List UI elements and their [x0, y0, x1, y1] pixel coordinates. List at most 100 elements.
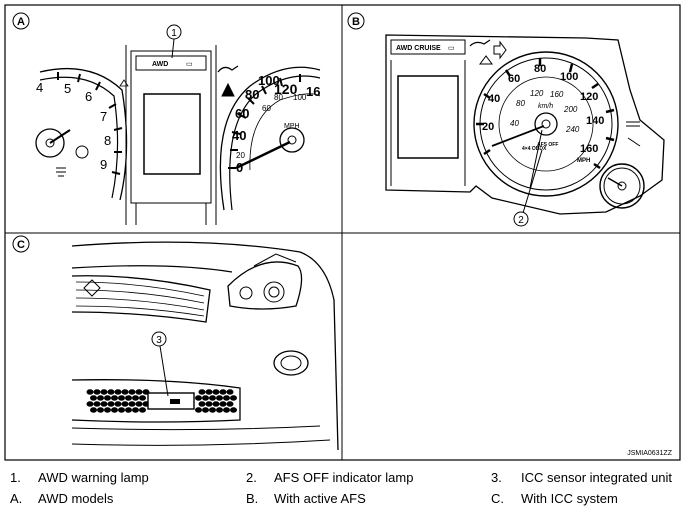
speedo-number: 20: [482, 121, 494, 133]
svg-text:40: 40: [510, 119, 519, 128]
grille-cell: [216, 407, 223, 413]
legend-number: 1.: [10, 470, 21, 485]
svg-text:1: 1: [171, 28, 177, 39]
grille-cell: [209, 407, 216, 413]
speedo-number: 40: [488, 93, 500, 105]
grille-cell: [198, 389, 206, 395]
grille-cell: [216, 395, 223, 401]
legend-number: A.: [10, 491, 23, 506]
grille-cell: [205, 389, 213, 395]
svg-text:160: 160: [550, 90, 564, 99]
grille-cell: [219, 389, 227, 395]
panel-marker-b: B: [347, 12, 365, 30]
grille-cell: [104, 407, 111, 413]
panel-b-speedo-outer: 20 40 60 80 100 120 140 160: [482, 63, 604, 155]
grille-cell: [114, 389, 122, 395]
grille-cell: [135, 389, 143, 395]
svg-text:B: B: [352, 16, 360, 28]
grille-cell: [132, 395, 139, 401]
grille-cell: [198, 401, 206, 407]
grille-cell: [139, 395, 146, 401]
speedo-number: 140: [586, 115, 604, 127]
panel-marker-a: A: [12, 12, 30, 30]
grille-cell: [86, 389, 94, 395]
tach-number: 8: [104, 133, 111, 148]
grille-cell: [128, 389, 136, 395]
panel-a-speedo-numbers: 0 20 40 60 80 100 120 16: [232, 73, 320, 175]
grille-cell: [226, 389, 234, 395]
svg-text:80: 80: [274, 93, 283, 102]
legend-text: With ICC system: [521, 491, 618, 506]
tach-number: 5: [64, 81, 71, 96]
figure-drawing: A B C: [4, 4, 681, 461]
svg-text:200: 200: [563, 105, 578, 114]
grille-cell: [212, 389, 220, 395]
svg-text:80: 80: [516, 99, 525, 108]
panel-b-afs-off-lamp: AFS OFF: [537, 142, 558, 148]
grille-cell: [195, 407, 202, 413]
speedo-number: 80: [534, 63, 546, 75]
panel-b-battery-icon: ▭: [448, 45, 455, 52]
panel-c-vehicle-front: [71, 241, 339, 451]
svg-text:3: 3: [156, 335, 162, 346]
drawing-id: JSMIA0631ZZ: [627, 450, 672, 457]
grille-cell: [111, 407, 118, 413]
grille-cell: [90, 407, 97, 413]
grille-cell: [121, 401, 129, 407]
svg-text:C: C: [17, 239, 25, 251]
grille-cell: [139, 407, 146, 413]
legend-text: ICC sensor integrated unit: [521, 470, 673, 485]
panel-b-mph-label: MPH: [577, 158, 590, 164]
grille-cell: [93, 389, 101, 395]
speedo-number: 80: [245, 87, 259, 102]
panel-a-display-label: AWD: [152, 61, 168, 68]
panel-a-speedo-inner: 60 80 100 MPH: [262, 93, 307, 130]
legend: 1. AWD warning lamp 2. AFS OFF indicator…: [0, 462, 685, 515]
tach-number: 7: [100, 109, 107, 124]
panel-marker-c: C: [12, 235, 30, 253]
svg-text:A: A: [17, 16, 25, 28]
grille-cell: [114, 401, 122, 407]
grille-cell: [135, 401, 143, 407]
callout-2: 2: [513, 149, 543, 227]
speedo-number: 60: [508, 73, 520, 85]
grille-cell: [97, 395, 104, 401]
grille-cell: [107, 401, 115, 407]
grille-cell: [100, 389, 108, 395]
grille-cell: [118, 395, 125, 401]
grille-cell: [202, 407, 209, 413]
grille-cell: [128, 401, 136, 407]
svg-text:MPH: MPH: [284, 123, 300, 130]
speedo-number: 16: [306, 84, 320, 99]
legend-number: B.: [246, 491, 259, 506]
grille-cell: [118, 407, 125, 413]
tach-number: 6: [85, 89, 92, 104]
callout-3: 3: [151, 331, 169, 397]
speedo-number: 60: [235, 106, 249, 121]
panel-b-display-label: AWD CRUISE: [396, 45, 441, 52]
svg-text:240: 240: [565, 125, 580, 134]
legend-text: AWD models: [38, 491, 114, 506]
grille-cell: [121, 389, 129, 395]
grille-cell: [230, 407, 237, 413]
grille-cell: [226, 401, 234, 407]
grille-cell: [230, 395, 237, 401]
panel-a-cluster: [35, 45, 321, 225]
speedo-number: 20: [236, 151, 245, 160]
speedo-number: 40: [232, 128, 246, 143]
panel-c-lower-grille: [86, 389, 237, 413]
grille-cell: [195, 395, 202, 401]
speedo-number: 100: [258, 73, 280, 88]
legend-number: 2.: [246, 470, 257, 485]
grille-cell: [86, 401, 94, 407]
svg-text:100: 100: [293, 93, 307, 102]
speedo-number: 120: [274, 81, 298, 97]
grille-cell: [209, 395, 216, 401]
grille-cell: [132, 407, 139, 413]
legend-text: AWD warning lamp: [38, 470, 149, 485]
grille-cell: [125, 407, 132, 413]
panel-a-battery-icon: ▭: [186, 61, 193, 68]
speedo-number: 0: [236, 160, 243, 175]
panel-b-cluster: [385, 34, 665, 215]
speedo-number: 100: [560, 71, 578, 83]
